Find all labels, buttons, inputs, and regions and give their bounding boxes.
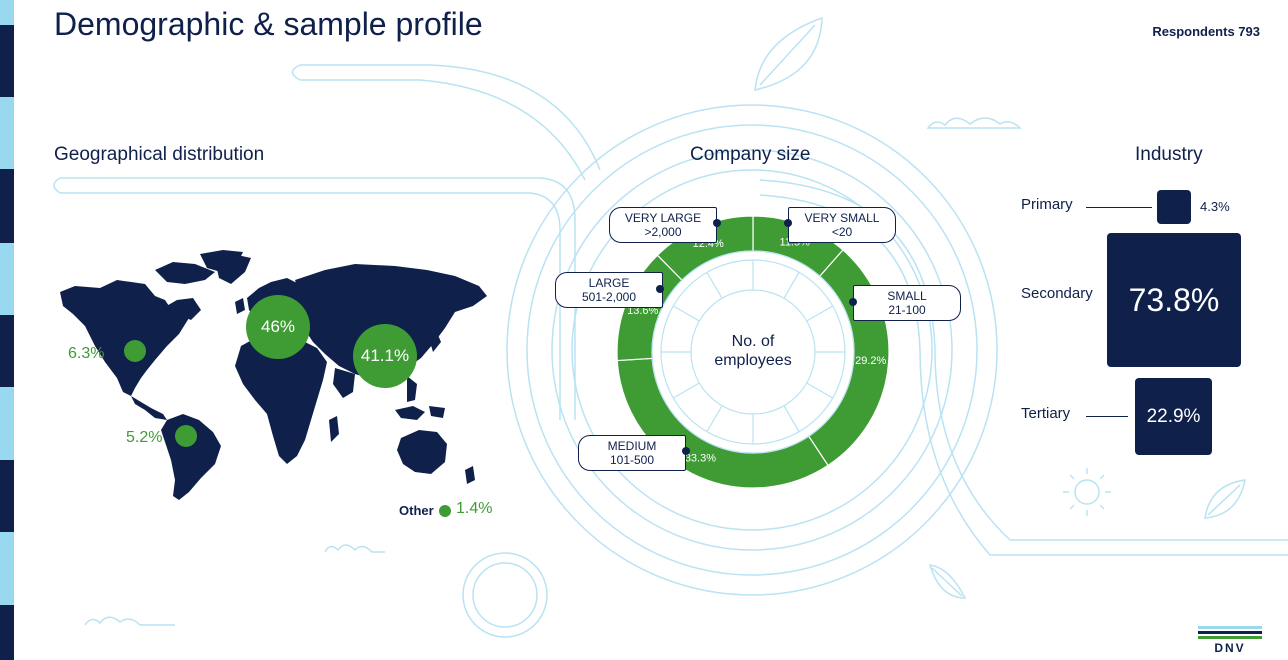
donut-center-label: No. of employees [693, 332, 813, 370]
industry-tertiary-box: 22.9% [1135, 378, 1212, 455]
geo-title: Geographical distribution [54, 144, 265, 165]
tag-very-small-range: <20 [831, 225, 853, 239]
donut-center-line1: No. of [731, 333, 775, 350]
company-size-title: Company size [690, 144, 811, 165]
south-america-value: 5.2% [126, 429, 163, 446]
tag-very-small: VERY SMALL <20 [788, 207, 896, 243]
tag-very-large-name: VERY LARGE [624, 211, 702, 225]
dnv-logo: DNV [1198, 626, 1262, 655]
left-stripe [0, 0, 14, 660]
tag-medium-name: MEDIUM [607, 439, 657, 453]
respondents-count: Respondents 793 [1152, 24, 1260, 39]
industry-tertiary-line [1086, 416, 1128, 417]
tag-medium-dot [682, 447, 690, 455]
other-label: Other [399, 503, 434, 518]
south-america-dot [175, 425, 197, 447]
donut-spoke [673, 382, 700, 399]
world-map [60, 250, 487, 500]
tag-very-large-range: >2,000 [644, 225, 682, 239]
tag-large: LARGE 501-2,000 [555, 272, 663, 308]
north-america-dot [124, 340, 146, 362]
north-america-value: 6.3% [68, 345, 105, 362]
tag-medium-range: 101-500 [609, 453, 655, 467]
donut-center-line2: employees [714, 352, 792, 369]
dnv-logo-text: DNV [1214, 641, 1246, 655]
industry-secondary-box: 73.8% [1107, 233, 1241, 367]
tag-very-small-dot [784, 219, 792, 227]
page-title: Demographic & sample profile [54, 6, 483, 42]
tag-large-name: LARGE [588, 276, 630, 290]
tag-very-large: VERY LARGE >2,000 [609, 207, 717, 243]
tag-very-small-name: VERY SMALL [804, 211, 880, 225]
donut-value-label: 29.2% [855, 355, 886, 367]
industry-primary-line [1086, 207, 1152, 208]
donut-spoke [783, 272, 800, 299]
other-value: 1.4% [456, 500, 493, 517]
europe-bubble: 46% [246, 295, 310, 359]
industry-secondary-label: Secondary [1021, 285, 1093, 302]
donut-spoke [783, 405, 800, 432]
tag-medium: MEDIUM 101-500 [578, 435, 686, 471]
tag-small: SMALL 21-100 [853, 285, 961, 321]
donut-spoke [706, 405, 723, 432]
donut-spoke [673, 305, 700, 322]
tag-large-dot [656, 285, 664, 293]
tag-small-name: SMALL [887, 289, 927, 303]
asia-bubble: 41.1% [353, 324, 417, 388]
tag-very-large-dot [713, 219, 721, 227]
industry-title: Industry [1135, 144, 1203, 165]
other-dot [439, 505, 451, 517]
donut-value-label: 33.3% [685, 453, 716, 465]
tag-small-range: 21-100 [888, 303, 926, 317]
tag-small-dot [849, 298, 857, 306]
industry-primary-label: Primary [1021, 196, 1073, 213]
industry-primary-box [1157, 190, 1191, 224]
donut-spoke [706, 272, 723, 299]
donut-spoke [806, 305, 833, 322]
industry-tertiary-label: Tertiary [1021, 405, 1071, 422]
donut-spoke [806, 382, 833, 399]
industry-primary-value: 4.3% [1200, 199, 1230, 214]
tag-large-range: 501-2,000 [581, 290, 637, 304]
